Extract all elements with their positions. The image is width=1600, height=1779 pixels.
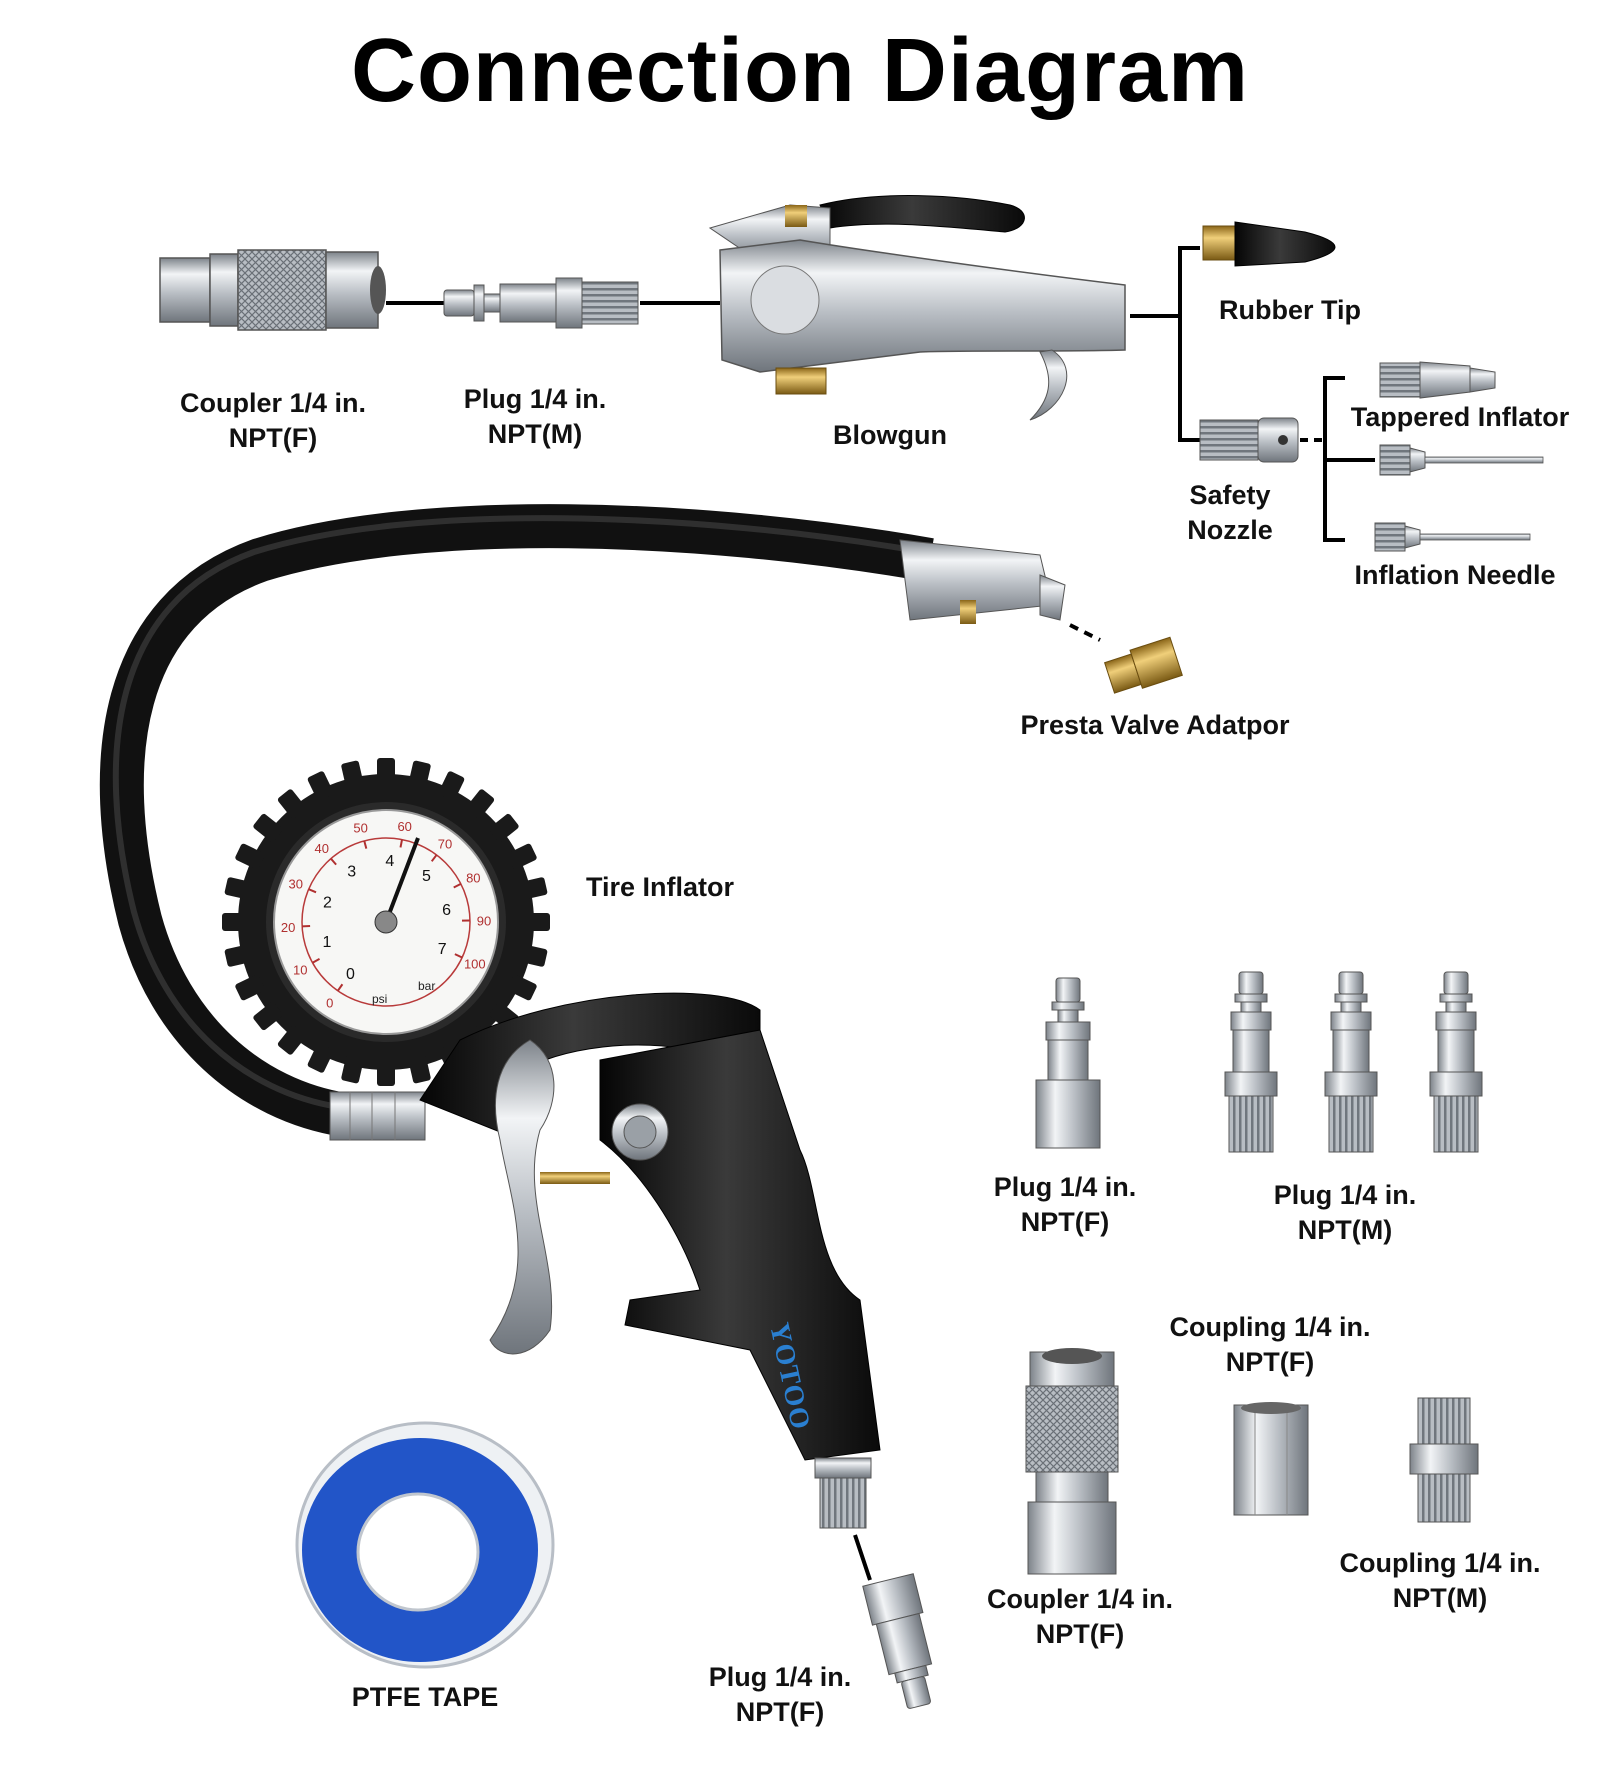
gauge-unit-bar: bar [418,979,435,993]
gauge-psi-tick: 60 [397,819,411,834]
plug-bottom [862,1573,933,1709]
diagram-title: Connection Diagram [350,21,1250,121]
gauge-tick-mark [453,882,462,889]
gauge-psi-tick: 100 [464,956,486,971]
air-chuck [899,539,1066,624]
gauge-bar-tick: 6 [442,902,451,919]
ptfe-tape [295,1421,555,1669]
label-rubber-tip: Rubber Tip [1218,295,1361,325]
label-coupling-npt-m: Coupling 1/4 in.NPT(M) [1339,1548,1541,1613]
gauge-bar-tick: 4 [385,853,394,870]
coupler-bottom [1025,1348,1119,1575]
gauge-psi-tick: 90 [477,913,491,928]
gauge-bar-tick: 5 [422,868,431,885]
tapered-inflator-tip [1379,361,1496,399]
coupler-top [159,249,386,331]
gauge-tick-mark [308,888,317,894]
gauge-needle [384,837,420,923]
gauge-psi-tick: 20 [281,920,295,935]
label-plug-top: Plug 1/4 in.NPT(M) [463,384,607,449]
gauge-unit-psi: psi [372,992,387,1006]
gauge-psi-tick: 40 [314,841,328,856]
label-presta-adaptor: Presta Valve Adatpor [1020,710,1290,740]
gauge-tick-mark [454,953,463,959]
connector-bracket [1178,246,1200,442]
plug-npt-m-1 [1224,971,1278,1153]
gauge-tick-mark [363,840,368,849]
coupling-npt-f [1233,1402,1309,1516]
gauge-bar-tick: 3 [347,863,356,880]
gauge-psi-tick: 50 [353,820,367,835]
gauge-bar-tick: 0 [346,966,355,983]
gauge-tick-mark [312,957,321,964]
gauge-tick-mark [399,839,404,848]
gauge-tick-mark [337,983,344,992]
label-plug-npt-f-bottom: Plug 1/4 in.NPT(F) [708,1662,852,1727]
label-plug-npt-m-right: Plug 1/4 in.NPT(M) [1273,1180,1417,1245]
blowgun [708,195,1126,421]
label-ptfe-tape: PTFE TAPE [351,1682,499,1712]
gauge-bar-tick: 2 [323,895,332,912]
hose-fitting [329,1091,426,1141]
label-tapered-inflator: Tappered Inflator [1350,402,1570,432]
gauge-psi-tick: 10 [293,963,307,978]
rubber-tip [1202,221,1336,267]
gauge-bar-tick: 7 [438,941,447,958]
gauge-psi-tick: 70 [438,837,452,852]
gauge-psi-tick: 80 [466,871,480,886]
label-coupler-bottom: Coupler 1/4 in.NPT(F) [986,1584,1174,1649]
label-inflation-needle: Inflation Needle [1354,560,1556,590]
label-coupler-top: Coupler 1/4 in.NPT(F) [179,388,367,453]
inflation-needle-short [1374,522,1531,552]
label-tire-inflator: Tire Inflator [585,872,735,902]
coupling-npt-m [1409,1397,1479,1523]
label-plug-npt-f-right: Plug 1/4 in.NPT(F) [993,1172,1137,1237]
plug-top [443,277,639,329]
presta-valve-adaptor [1103,636,1183,694]
gauge-psi-tick: 0 [326,995,333,1010]
plug-npt-m-2 [1324,971,1378,1153]
plug-npt-m-3 [1429,971,1483,1153]
label-coupling-npt-f: Coupling 1/4 in.NPT(F) [1169,1312,1371,1377]
tire-inflator-gun: YOTOO [419,992,881,1529]
gauge-bar-tick: 1 [323,934,332,951]
gauge-tick-mark [430,854,438,862]
gauge-psi-tick: 30 [289,877,303,892]
safety-nozzle [1199,417,1299,463]
gauge-tick-mark [330,857,337,866]
plug-npt-f-right [1035,977,1101,1149]
label-blowgun: Blowgun [833,420,947,450]
inflation-needle-long [1379,444,1544,476]
